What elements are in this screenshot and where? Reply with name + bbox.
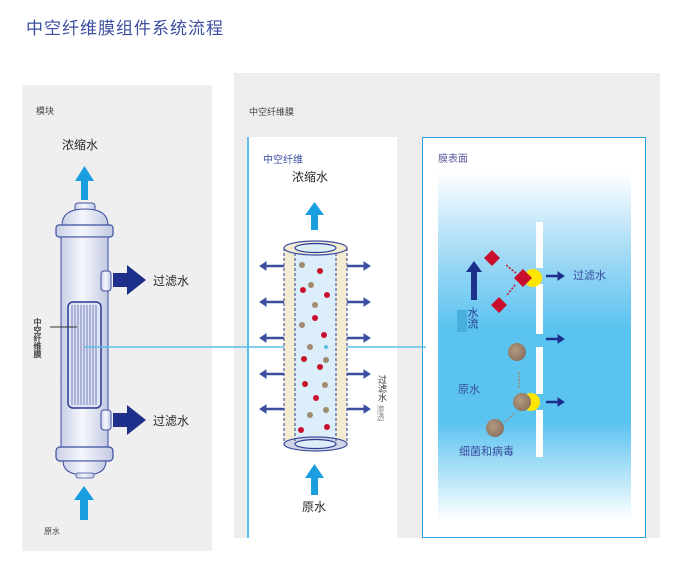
module-fiber-label: 中空纤维膜 [33,318,43,358]
membrane-wall [536,222,543,457]
page-title: 中空纤维膜组件系统流程 [26,19,224,39]
module-filtrate-label-top: 过滤水 [153,274,190,288]
raw-water-arrow-icon [74,486,94,520]
fiber-permeate-label: 渗透 [376,405,385,421]
filtrate-arrow-bottom-icon [113,405,146,435]
water-area [438,172,631,520]
membrane-heading: 中空纤维膜 [249,108,295,118]
fiber-subheading: 中空纤维 [263,155,303,166]
surface-heading: 膜表面 [438,154,468,165]
module-raw-water-label: 原水 [44,527,60,536]
surface-filtrate-arrows [546,271,565,407]
module-heading: 模块 [36,107,55,117]
bacteria-particles [486,343,540,437]
module-cylinder [55,202,114,479]
surface-filtrate-label: 过滤水 [573,269,606,282]
surface-raw-water-label: 原水 [458,383,480,396]
water-flow-arrow-icon [466,261,482,300]
concentrate-arrow-icon [75,166,94,200]
flow-label-marker [457,310,467,332]
hollow-fiber-tube [283,240,348,452]
filtrate-arrow-top-icon [113,265,146,295]
module-panel [22,85,212,551]
fiber-concentrate-label: 浓缩水 [292,170,329,184]
fiber-filtrate-label: 过滤水 [376,375,386,402]
red-particles [484,250,542,313]
surface-flow-label: 水流 [466,307,479,329]
module-filtrate-label-bottom: 过滤水 [153,414,190,428]
module-concentrate-label: 浓缩水 [62,138,99,152]
fiber-particles [298,262,330,433]
fiber-raw-water-label: 原水 [302,500,327,514]
fiber-outflow-arrows [259,261,371,414]
fiber-raw-water-arrow-icon [305,464,324,495]
surface-bacteria-label: 细菌和病毒 [459,445,514,458]
fiber-concentrate-arrow-icon [305,202,324,230]
